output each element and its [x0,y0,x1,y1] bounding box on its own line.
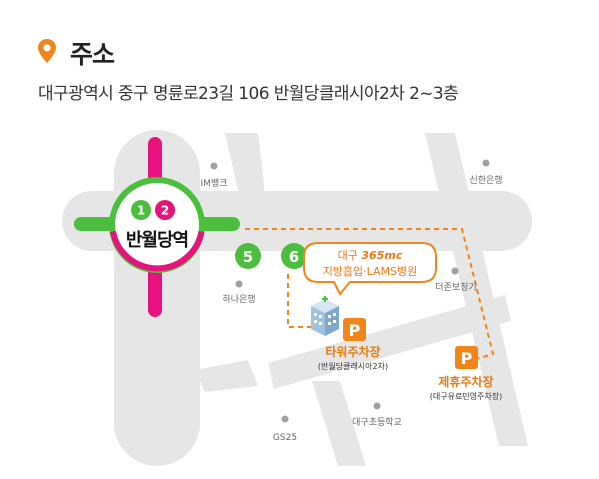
landmark-im-bank: IM뱅크 [201,162,228,189]
road-lower-left [195,360,258,392]
parking-letter: P [349,321,361,340]
exit-6-number: 6 [289,248,299,266]
landmark-shinhan: 신한은행 [469,159,503,186]
line2-badge [155,200,175,220]
landmark-dot [210,162,218,170]
parking-partner-name: 제휴주차장 [438,374,493,389]
landmark-gs25-label: GS25 [273,433,297,443]
exit-6-badge [281,243,307,269]
landmark-dot [281,415,289,423]
landmark-gs25: GS25 [273,415,297,443]
callout-bubble [303,242,437,296]
station-ring-line2-arc [110,230,205,272]
location-map: 1 2 반월당역 5 6 IM뱅크 신한은행 하나은행 더존보청기 GS25 [62,130,532,466]
line2-number: 2 [161,204,169,218]
road-lower-vertical [312,381,366,466]
parking-tower[interactable]: P 타워주차장 (반월당클래시아2차) [318,318,388,371]
landmark-dot [482,159,490,167]
address-header: 주소 대구광역시 중구 명륜로23길 106 반월당클래시아2차 2~3층 [0,0,599,120]
line1-badge [131,200,151,220]
exit-5-number: 5 [243,248,253,266]
landmark-dot [373,402,381,410]
parking-icon [343,318,366,341]
hospital-prefix: 대구 [338,249,358,262]
landmark-dejon: 더존보청기 [435,267,477,293]
parking-tower-sub: (반월당클래시아2차) [318,361,388,371]
line1-number: 1 [137,204,145,218]
hospital-line2: 지방흡입·LAMS병원 [323,264,418,278]
station-name: 반월당역 [126,230,188,251]
landmark-dot [451,267,459,275]
landmark-hana: 하나은행 [222,280,256,305]
landmark-school-label: 대구초등학교 [352,417,402,428]
roads [62,130,532,466]
road-im-bank [225,133,268,221]
exit-5-badge [235,243,261,269]
landmark-dejon-label: 더존보청기 [435,282,476,293]
hospital-callout[interactable]: 대구 365mc 지방흡입·LAMS병원 [303,242,437,296]
parking-partner-sub: (대구유료민영주차장) [430,391,502,401]
landmark-school: 대구초등학교 [352,402,402,428]
location-pin-icon [38,39,56,63]
address-text: 대구광역시 중구 명륜로23길 106 반월당클래시아2차 2~3층 [38,84,459,104]
subway-station[interactable]: 1 2 반월당역 [74,137,240,317]
exit-6[interactable]: 6 [281,243,307,269]
parking-letter: P [461,349,473,368]
walking-route [245,228,495,362]
section-title: 주소 [70,40,115,69]
landmark-hana-label: 하나은행 [222,293,255,305]
exit-5[interactable]: 5 [235,243,261,269]
landmark-dot [235,280,243,288]
road-diagonal [268,295,511,389]
hospital-line1: 대구 365mc [338,249,403,262]
landmark-shinhan-label: 신한은행 [469,174,502,186]
hospital-brand: 365mc [361,249,402,262]
parking-partner[interactable]: P 제휴주차장 (대구유료민영주차장) [430,346,502,401]
landmark-im-bank-label: IM뱅크 [201,178,228,189]
parking-tower-name: 타워주차장 [325,344,380,359]
parking-icon [455,346,478,369]
hospital-building-icon [311,296,339,336]
